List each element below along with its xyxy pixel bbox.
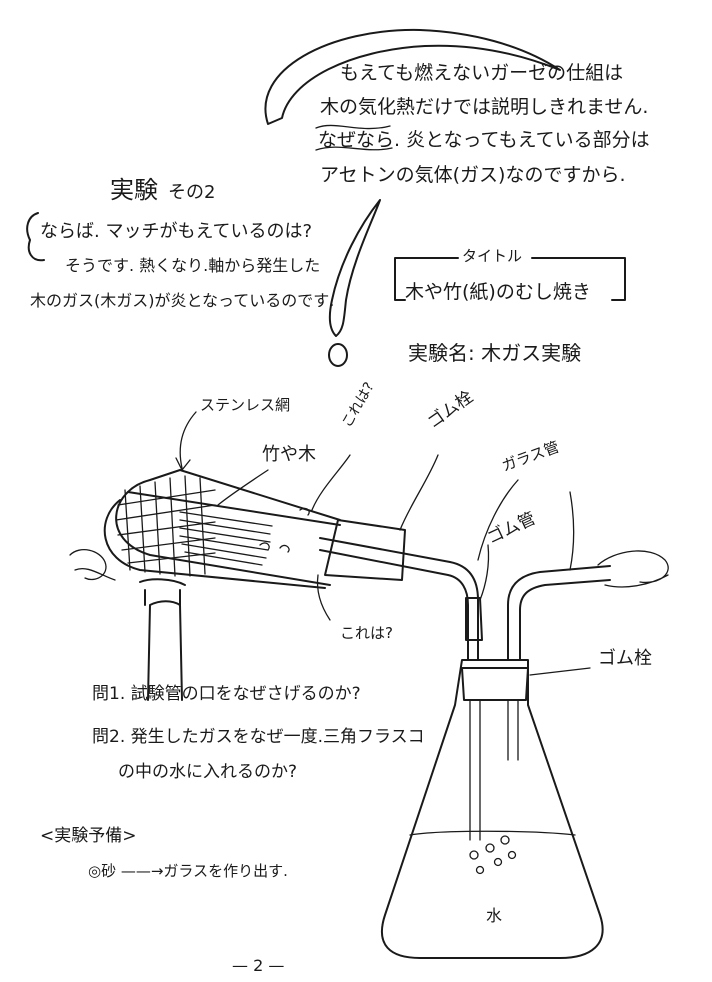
label-bamboo-wood: 竹や木 (262, 444, 316, 465)
flask (380, 659, 604, 959)
experiment-heading-sub: その2 (168, 182, 216, 203)
flask-stopper (461, 667, 529, 701)
experiment-line-3: 木のガス(木ガス)が炎となっているのです. (30, 291, 335, 310)
arrow-flask-stopper (529, 667, 591, 676)
title-box-frame (394, 257, 626, 301)
prep-item: ◎砂 ——→ガラスを作り出す. (88, 862, 288, 880)
test-tube-body (103, 491, 341, 589)
highlight-wave (315, 124, 393, 151)
flask-inner-tubes (469, 699, 519, 841)
flame-left (69, 549, 116, 581)
intro-line-1: もえても燃えないガーゼの仕組は (340, 62, 624, 84)
exclamation-stroke (328, 199, 381, 337)
intro-line-2: 木の気化熱だけでは説明しきれません. (320, 96, 649, 118)
intro-line-3b: . 炎となってもえている部分は (394, 129, 650, 151)
speech-arc (264, 28, 561, 125)
page-number: — 2 — (232, 956, 285, 975)
stand (147, 600, 183, 701)
experiment-line-1: ならば. マッチがもえているのは? (40, 221, 313, 242)
label-rubber-stopper-flask: ゴム栓 (598, 648, 652, 669)
experiment-heading: 実験 (110, 176, 158, 204)
label-question-bottom: これは? (340, 624, 393, 642)
gas-swirls (259, 507, 310, 553)
test-tube (115, 469, 341, 586)
experiment-name: 実験名: 木ガス実験 (408, 341, 582, 365)
experiment-line-2: そうです. 熱くなり.軸から発生した (65, 256, 321, 275)
arrow-stopper-top (399, 454, 439, 531)
label-water: 水 (486, 906, 503, 925)
intro-line-4: アセトンの気体(ガス)なのですから. (320, 164, 626, 186)
arrow-mesh (175, 411, 197, 472)
question-2-line-2: の中の水に入れるのか? (118, 762, 298, 782)
arrow-glass-tube (477, 479, 575, 571)
exclamation-dot (328, 343, 348, 367)
arrow-bamboo (217, 469, 269, 506)
arrow-rubber-tube (479, 544, 490, 601)
title-box-title: 木や竹(紙)のむし焼き (405, 281, 591, 303)
bubbles (469, 835, 517, 875)
question-2-line-1: 問2. 発生したガスをなぜ一度.三角フラスコ (92, 727, 425, 747)
curly-bracket (26, 212, 45, 262)
glass-tube-left (319, 537, 479, 661)
rubber-tube (465, 597, 483, 641)
glass-tube-right (507, 565, 611, 661)
wood-sticks (179, 511, 273, 566)
tube-stopper (324, 519, 406, 581)
flask-water-line (409, 830, 576, 836)
intro-line-3a: なぜなら (318, 129, 395, 151)
arrow-question-bottom (316, 574, 331, 621)
stand-clamp (139, 578, 186, 607)
question-1: 問1. 試験管の口をなぜさげるのか? (92, 684, 361, 704)
label-stainless-mesh: ステンレス網 (200, 396, 291, 414)
flame-right (597, 550, 669, 588)
prep-heading: <実験予備> (40, 826, 137, 846)
arrow-question-top (311, 454, 351, 511)
stainless-mesh (115, 475, 216, 577)
title-box-label: タイトル (462, 247, 523, 265)
